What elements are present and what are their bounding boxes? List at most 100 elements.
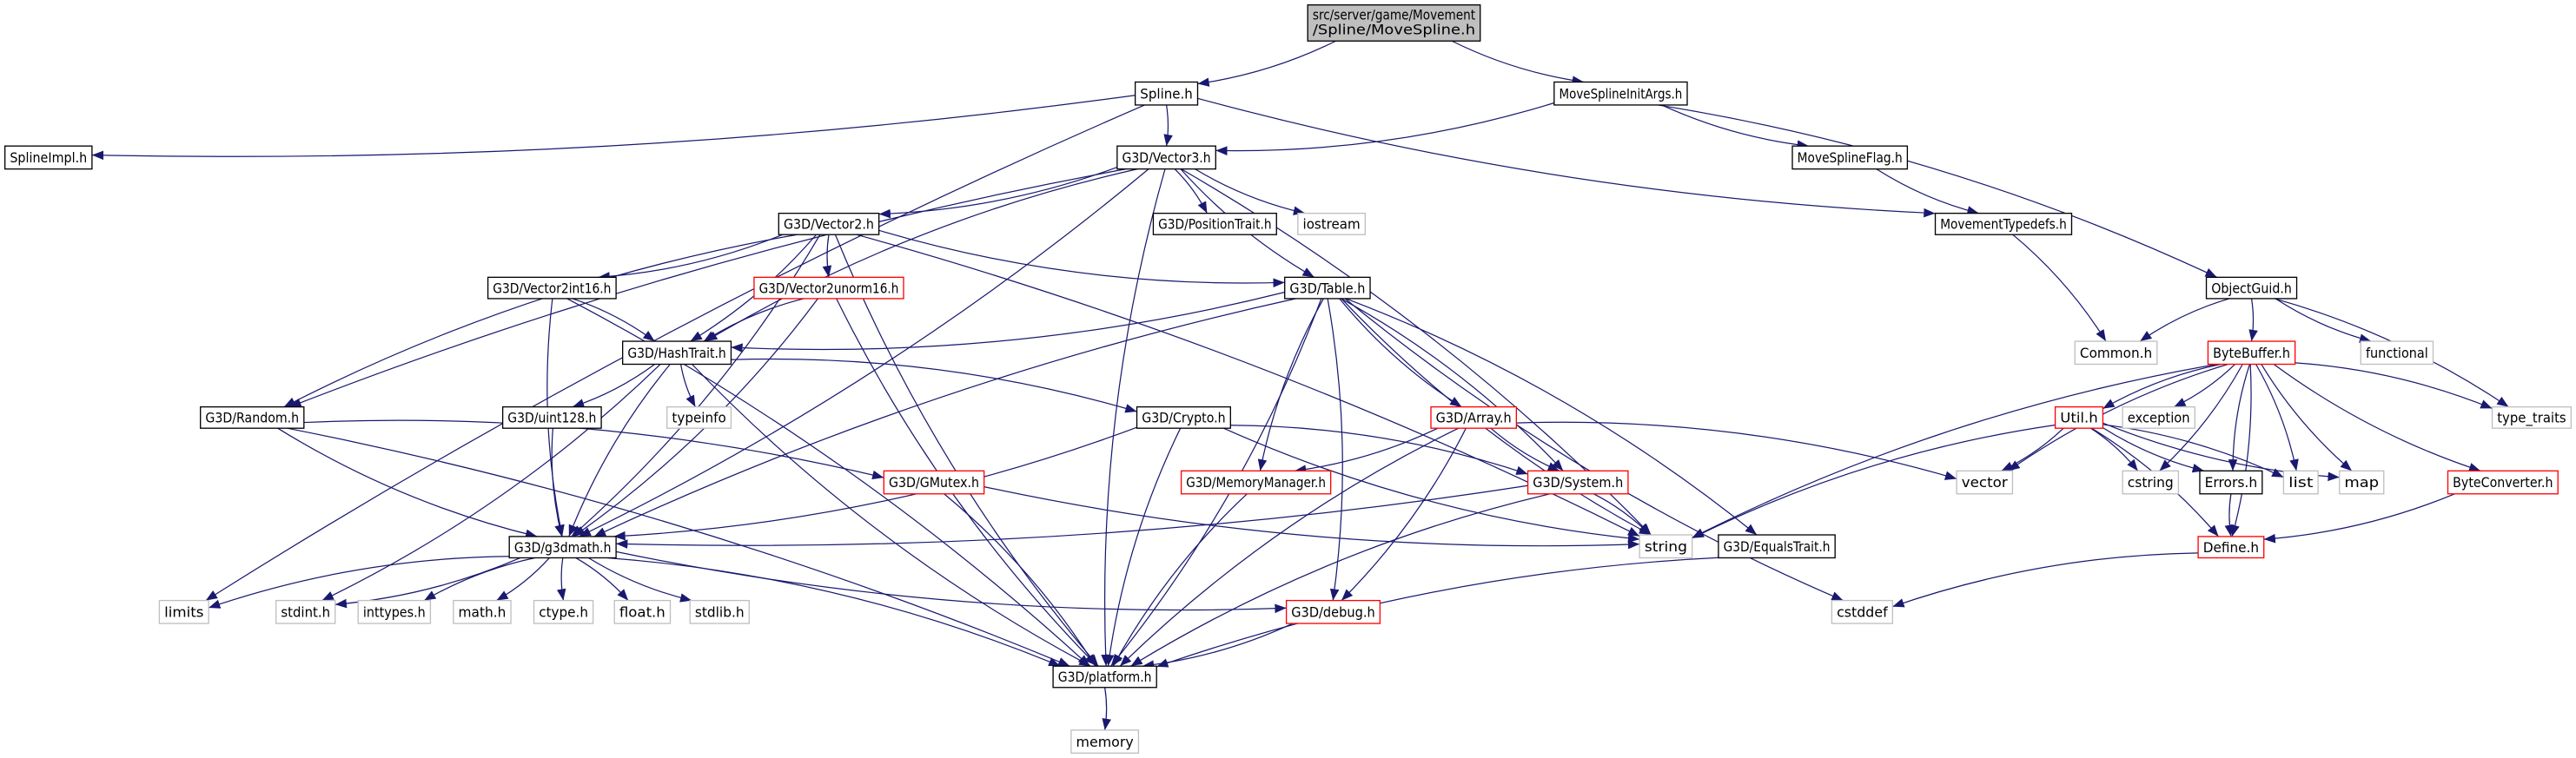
edge-table-to-debug xyxy=(1327,298,1343,601)
node-list: list xyxy=(2282,470,2319,495)
node-root[interactable]: src/server/game/Movement/Spline/MoveSpli… xyxy=(1307,4,1481,42)
node-box xyxy=(883,470,985,495)
edge-objectguid-to-bytebuffer xyxy=(2248,298,2258,342)
edge-spline-to-mtypedefs xyxy=(1197,97,1936,218)
node-label: G3D/GMutex.h xyxy=(889,474,979,491)
node-random[interactable]: G3D/Random.h xyxy=(200,405,305,429)
node-label: inttypes.h xyxy=(363,603,426,620)
node-v2unorm16[interactable]: G3D/Vector2unorm16.h xyxy=(753,276,904,300)
node-label: src/server/game/Movement xyxy=(1313,7,1475,23)
node-cstddef: cstddef xyxy=(1831,599,1894,624)
node-label: map xyxy=(2344,474,2379,491)
node-label: math.h xyxy=(459,603,507,620)
node-box xyxy=(2205,276,2298,300)
edge-platform-to-memory xyxy=(1102,687,1111,730)
edges-layer xyxy=(91,40,2509,730)
node-vector2[interactable]: G3D/Vector2.h xyxy=(778,212,880,235)
edge-gmutex-to-string xyxy=(983,485,1640,550)
node-typetraits: type_traits xyxy=(2491,405,2572,429)
edge-g3dmath-to-math xyxy=(496,557,550,602)
node-array[interactable]: G3D/Array.h xyxy=(1430,405,1518,429)
node-label: Errors.h xyxy=(2205,474,2258,491)
edge-vector2-to-v2int16 xyxy=(598,234,784,281)
edge-bytebuffer-to-byteconv xyxy=(2273,363,2481,472)
node-system[interactable]: G3D/System.h xyxy=(1526,470,1629,495)
node-box xyxy=(275,599,336,624)
edge-vector3-to-hashtrait xyxy=(705,168,1138,342)
node-box xyxy=(2360,340,2434,366)
node-label: G3D/Vector2unorm16.h xyxy=(759,280,899,296)
edge-g3dmath-to-limits xyxy=(208,556,510,609)
edge-crypto-to-system xyxy=(1230,425,1528,475)
node-label: G3D/System.h xyxy=(1533,474,1623,491)
node-box xyxy=(1052,665,1157,689)
node-box xyxy=(1831,599,1894,624)
node-stdint: stdint.h xyxy=(275,599,336,624)
edge-table-to-string xyxy=(1341,298,1652,536)
node-msia[interactable]: MoveSplineInitArgs.h xyxy=(1553,81,1688,106)
node-uint128[interactable]: G3D/uint128.h xyxy=(501,405,602,429)
edge-equalstrait-to-platform xyxy=(1156,557,1718,668)
edge-g3dmath-to-stdlib xyxy=(588,557,692,603)
node-label: G3D/Table.h xyxy=(1289,280,1365,296)
node-math: math.h xyxy=(453,599,512,624)
node-box xyxy=(666,405,732,429)
edge-g3dmath-to-float xyxy=(575,557,629,602)
node-memmgr[interactable]: G3D/MemoryManager.h xyxy=(1180,470,1332,495)
edge-hashtrait-to-uint128 xyxy=(572,364,655,408)
node-label: cstddef xyxy=(1837,603,1889,620)
node-label: SplineImpl.h xyxy=(10,149,87,166)
node-label: G3D/Random.h xyxy=(205,410,299,426)
node-box xyxy=(2282,470,2319,495)
node-table[interactable]: G3D/Table.h xyxy=(1284,276,1371,300)
node-vector3[interactable]: G3D/Vector3.h xyxy=(1116,145,1216,170)
node-box xyxy=(2207,340,2296,366)
node-box xyxy=(2491,405,2572,429)
node-postrait[interactable]: G3D/PositionTrait.h xyxy=(1152,212,1277,235)
node-gmutex[interactable]: G3D/GMutex.h xyxy=(883,470,985,495)
node-g3dmath[interactable]: G3D/g3dmath.h xyxy=(508,536,617,559)
node-splineimpl[interactable]: SplineImpl.h xyxy=(4,145,93,170)
node-hashtrait[interactable]: G3D/HashTrait.h xyxy=(622,340,732,366)
node-crypto[interactable]: G3D/Crypto.h xyxy=(1136,405,1231,429)
edge-bytebuffer-to-cstring xyxy=(2159,364,2243,471)
node-v2int16[interactable]: G3D/Vector2int16.h xyxy=(487,276,617,300)
node-msflag[interactable]: MoveSplineFlag.h xyxy=(1791,145,1909,170)
node-byteconv[interactable]: ByteConverter.h xyxy=(2447,470,2559,495)
node-label: G3D/HashTrait.h xyxy=(627,345,725,361)
node-box xyxy=(1284,276,1371,300)
node-box xyxy=(2447,470,2559,495)
node-label: MoveSplineFlag.h xyxy=(1798,149,1903,166)
node-box xyxy=(1553,81,1688,106)
edge-util-to-vector xyxy=(2001,427,2064,471)
node-objectguid[interactable]: ObjectGuid.h xyxy=(2205,276,2298,300)
node-label: /Spline/MoveSpline.h xyxy=(1313,22,1475,38)
node-label: G3D/Array.h xyxy=(1436,410,1512,426)
node-label: functional xyxy=(2366,345,2428,361)
node-box xyxy=(200,405,305,429)
edge-array-to-system xyxy=(1490,427,1560,471)
node-label: MoveSplineInitArgs.h xyxy=(1560,85,1683,102)
edge-crypto-to-platform xyxy=(1104,427,1182,667)
node-define[interactable]: Define.h xyxy=(2197,536,2265,559)
node-util[interactable]: Util.h xyxy=(2054,405,2104,429)
node-bytebuffer[interactable]: ByteBuffer.h xyxy=(2207,340,2296,366)
node-mtypedefs[interactable]: MovementTypedefs.h xyxy=(1934,212,2073,235)
edge-table-to-g3dmath xyxy=(593,298,1296,537)
node-box xyxy=(357,599,432,624)
edge-util-to-map xyxy=(2103,422,2340,482)
edge-util-to-string xyxy=(1692,424,2056,539)
node-errors[interactable]: Errors.h xyxy=(2199,470,2263,495)
node-debug[interactable]: G3D/debug.h xyxy=(1285,599,1381,624)
node-label: G3D/PositionTrait.h xyxy=(1158,216,1271,233)
edge-bytebuffer-to-util xyxy=(2103,363,2222,410)
node-spline[interactable]: Spline.h xyxy=(1134,81,1199,106)
edge-array-to-debug xyxy=(1341,427,1467,602)
edge-bytebuffer-to-vector xyxy=(2008,363,2228,471)
node-platform[interactable]: G3D/platform.h xyxy=(1052,665,1157,689)
edge-mtypedefs-to-common xyxy=(2012,234,2107,342)
node-equalstrait[interactable]: G3D/EqualsTrait.h xyxy=(1718,534,1836,559)
node-label: ByteBuffer.h xyxy=(2213,345,2290,361)
node-label: type_traits xyxy=(2497,410,2566,427)
node-label: G3D/Crypto.h xyxy=(1142,410,1225,426)
